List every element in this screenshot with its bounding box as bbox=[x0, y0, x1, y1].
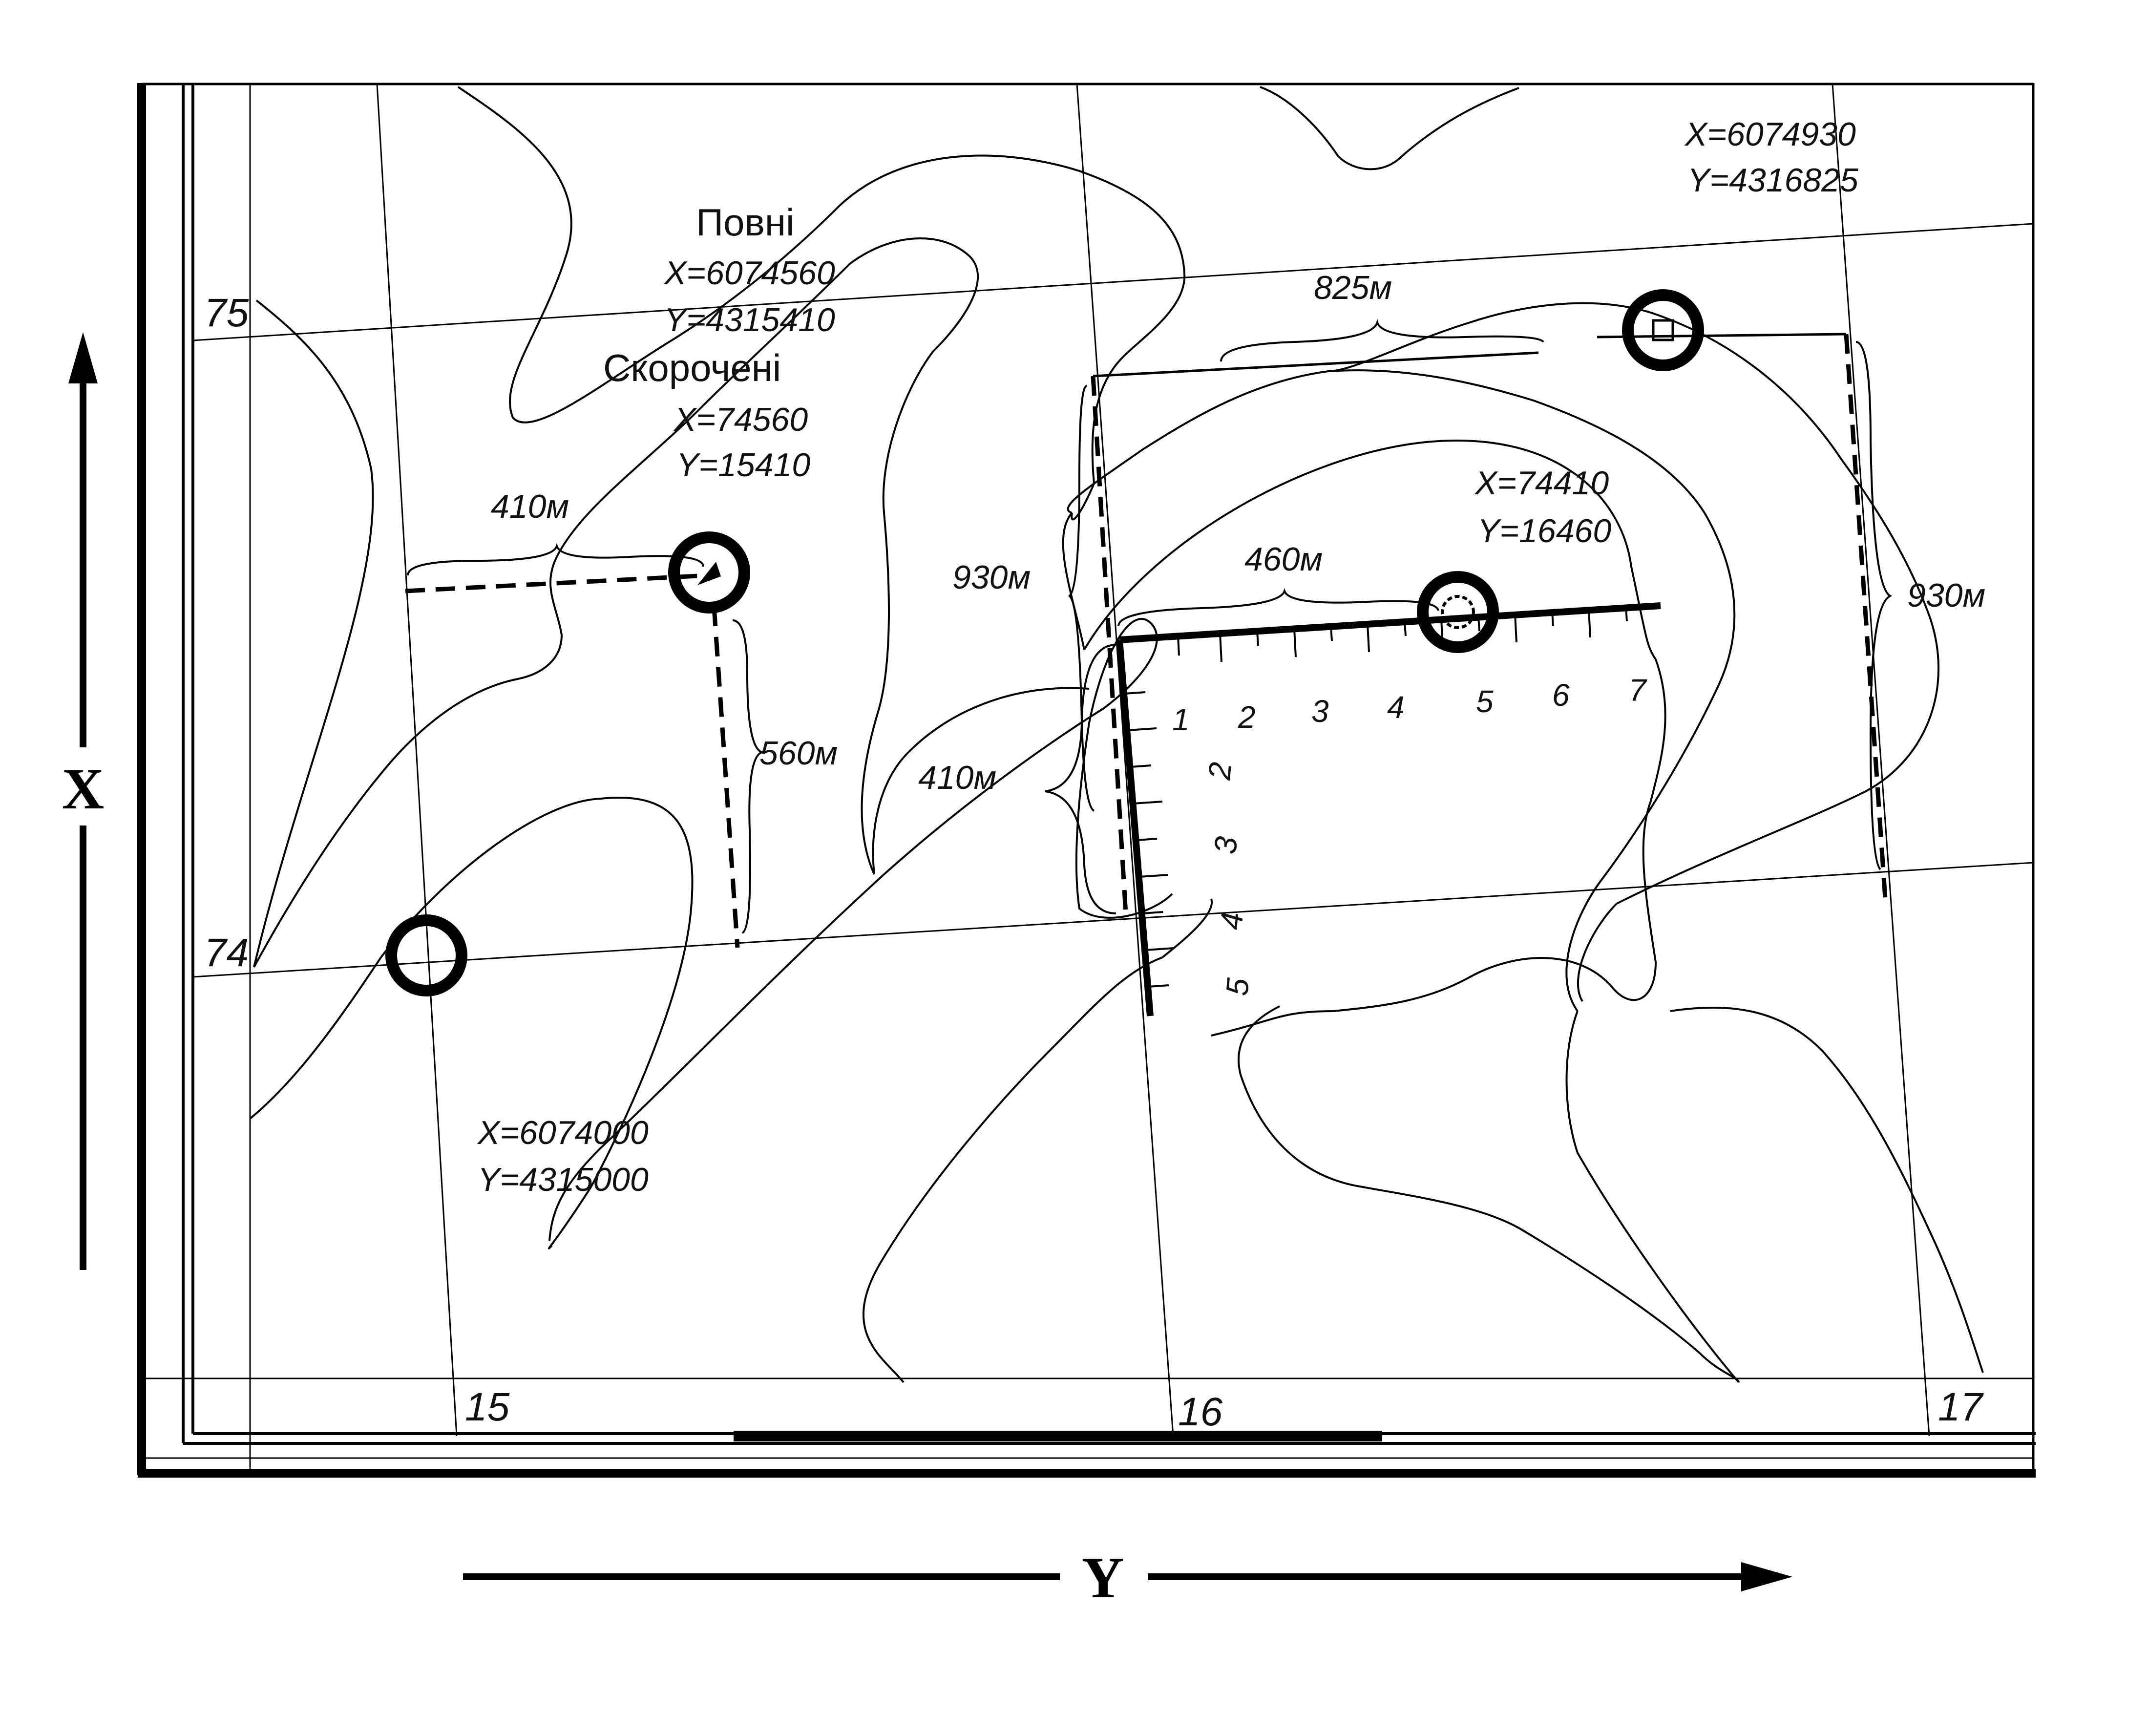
distance-x-410: 410м bbox=[918, 759, 996, 796]
grid-label-row-74: 74 bbox=[204, 931, 249, 975]
distance-x-560: 560м bbox=[759, 735, 838, 772]
y-axis-arrow bbox=[463, 1562, 1792, 1591]
grid-line-row-74 bbox=[192, 862, 2034, 978]
x-axis-label: X bbox=[62, 756, 105, 821]
grid-label-col-15: 15 bbox=[465, 1385, 510, 1429]
short-x-coordinate: X=74560 bbox=[673, 401, 808, 438]
full-y-coordinate: Y=4315410 bbox=[664, 301, 835, 339]
ruler-h-4: 4 bbox=[1387, 690, 1405, 725]
grid-label-col-16: 16 bbox=[1178, 1390, 1223, 1434]
coordinate-ruler bbox=[1124, 606, 1628, 988]
construction-lines bbox=[405, 318, 1893, 1016]
circle-point-icon bbox=[385, 914, 467, 996]
ruler-v-5: 5 bbox=[1219, 976, 1256, 997]
corner-x-coordinate: X=6074000 bbox=[477, 1114, 649, 1151]
square-y-coordinate: Y=4316825 bbox=[1687, 162, 1858, 199]
ruler-h-5: 5 bbox=[1476, 684, 1494, 719]
grid-line-col-15 bbox=[376, 84, 458, 1437]
ruler-v-2: 2 bbox=[1201, 761, 1238, 782]
target-y-coordinate: Y=16460 bbox=[1477, 512, 1611, 550]
triangle-point-icon bbox=[668, 531, 750, 614]
grid-line-row-75 bbox=[192, 223, 2034, 341]
ruler-h-3: 3 bbox=[1311, 694, 1329, 729]
ruler-v-4: 4 bbox=[1213, 910, 1250, 931]
full-coordinates-title: Повні bbox=[696, 201, 794, 244]
gear-point-icon bbox=[1417, 571, 1499, 653]
short-coordinates-title: Скорочені bbox=[603, 346, 781, 389]
contour-lines bbox=[249, 86, 1984, 1383]
map-frame bbox=[137, 83, 2036, 1478]
square-x-coordinate: X=6074930 bbox=[1684, 116, 1856, 153]
grid-line-col-17 bbox=[1832, 84, 1930, 1437]
square-point-icon bbox=[1622, 289, 1704, 371]
short-y-coordinate: Y=15410 bbox=[676, 446, 810, 484]
x-axis-arrow bbox=[68, 332, 98, 1270]
ruler-h-6: 6 bbox=[1552, 677, 1570, 713]
distance-left-930: 930м bbox=[952, 559, 1031, 596]
ruler-h-1: 1 bbox=[1172, 702, 1190, 737]
grid-label-row-75: 75 bbox=[204, 291, 249, 335]
grid-line-col-16 bbox=[1076, 84, 1174, 1437]
corner-y-coordinate: Y=4315000 bbox=[478, 1161, 649, 1198]
grid-label-col-17: 17 bbox=[1938, 1385, 1984, 1429]
ruler-v-3: 3 bbox=[1207, 835, 1244, 855]
ruler-h-2: 2 bbox=[1238, 699, 1256, 735]
km-grid bbox=[192, 84, 2034, 1437]
distance-y-460: 460м bbox=[1244, 541, 1323, 578]
full-x-coordinate: X=6074560 bbox=[663, 254, 835, 292]
ruler-h-7: 7 bbox=[1629, 673, 1647, 708]
y-axis-label: Y bbox=[1082, 1545, 1124, 1610]
distance-y-410: 410м bbox=[491, 488, 569, 525]
distance-right-930: 930м bbox=[1907, 577, 1985, 614]
target-x-coordinate: X=74410 bbox=[1474, 465, 1609, 502]
distance-y-825: 825м bbox=[1314, 269, 1392, 306]
